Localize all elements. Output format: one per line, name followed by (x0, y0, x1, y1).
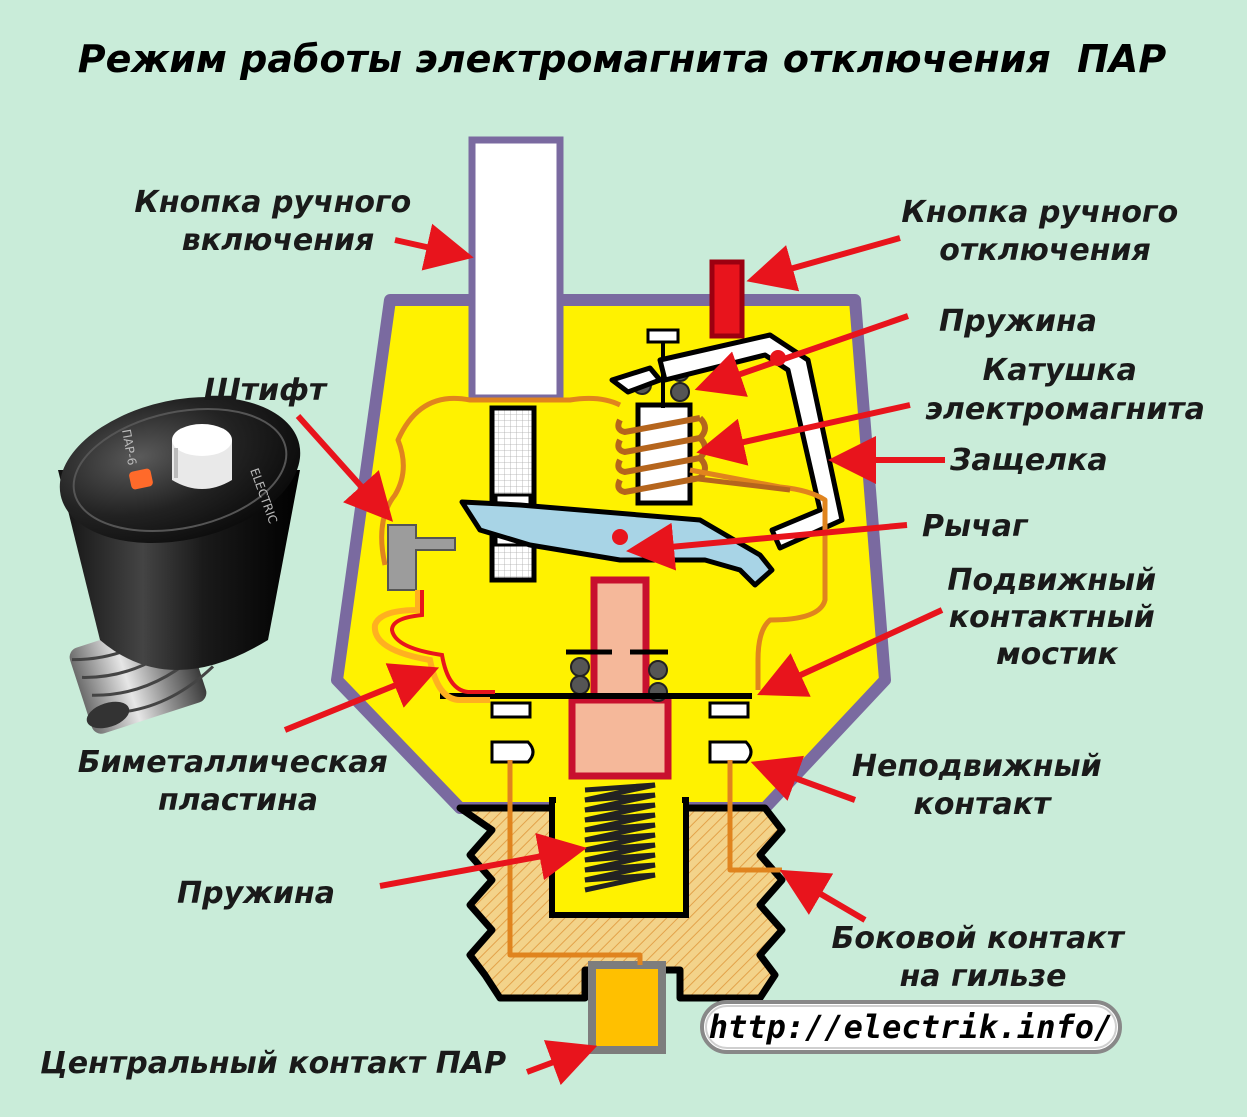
contact-plunger-upper (590, 576, 650, 704)
label-manual-off: Кнопка ручного отключения (901, 195, 1188, 268)
coil-lead (689, 475, 791, 493)
label-spring-top: Пружина (939, 304, 1097, 339)
callout-arrows (283, 223, 945, 1086)
bridge-spring-coils (570, 657, 668, 702)
latch (609, 365, 663, 395)
label-fixed-contact: Неподвижный контакт (852, 749, 1112, 822)
manual-on-button (468, 136, 564, 402)
bimetal-strip-red (389, 590, 495, 694)
photo-side-text-2: ПАР-6 (119, 428, 139, 466)
diagram-title: Режим работы электромагнита отключения П… (78, 37, 1167, 81)
label-manual-on: Кнопка ручного включения (134, 185, 421, 258)
product-photo: ELECTRIC ПАР-6 (58, 396, 301, 734)
label-pin: Штифт (204, 373, 328, 408)
url-badge: http://electrik.info/ (700, 1000, 1122, 1054)
manual-off-button (709, 259, 745, 339)
label-bimetal: Биметаллическая пластина (78, 745, 398, 818)
pin (387, 524, 456, 591)
coil-winding (615, 415, 708, 496)
contact-plunger-lower (568, 696, 672, 780)
bimetal-strip-orange (371, 590, 490, 703)
label-coil: Катушка электромагнита (925, 353, 1205, 427)
central-contact (588, 961, 666, 1054)
label-lever: Рычаг (922, 509, 1029, 544)
label-spring-bottom: Пружина (177, 876, 335, 911)
fixed-contact-left (490, 740, 535, 764)
label-side-contact: Боковой контакт на гильзе (831, 921, 1134, 994)
label-movable-bridge: Подвижный контактный мостик (947, 563, 1166, 672)
label-central-contact: Центральный контакт ПАР (40, 1046, 506, 1081)
url-text: http://electrik.info/ (709, 1008, 1114, 1046)
fixed-contact-right (708, 740, 753, 764)
label-latch: Защелка (949, 443, 1108, 478)
